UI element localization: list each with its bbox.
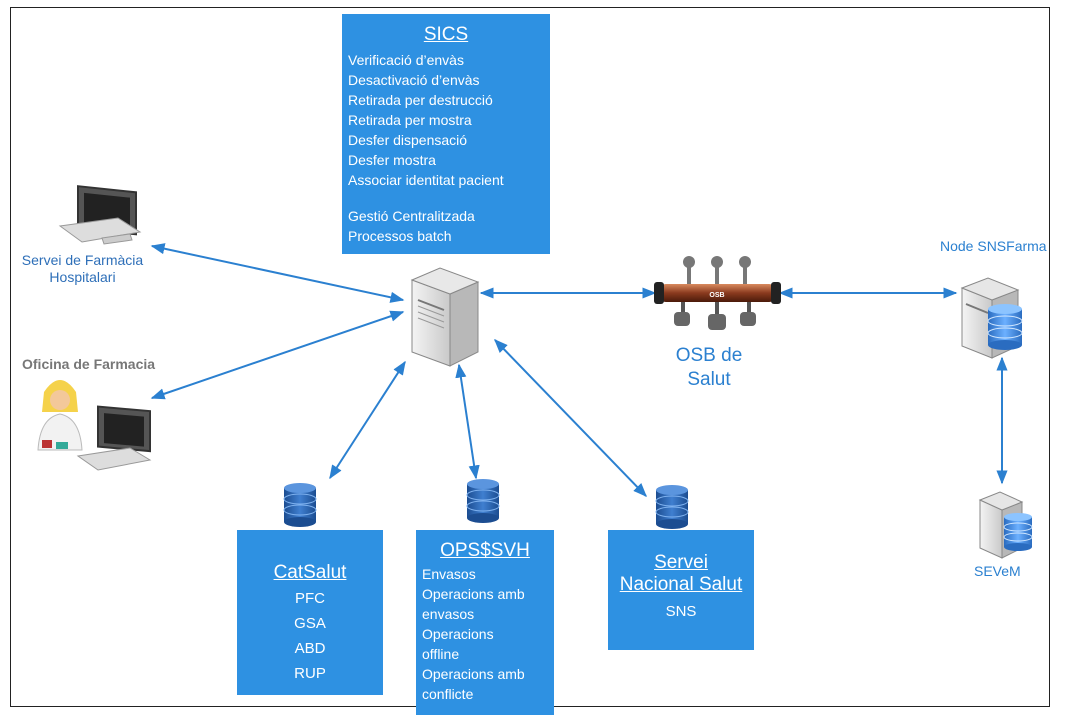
sics-item: Processos batch	[348, 228, 452, 244]
arrow-sics-ops	[455, 363, 480, 480]
arrow-sics-sns	[494, 338, 647, 498]
bus-bottom-connectors	[674, 302, 756, 330]
sevem-label: SEVeM	[974, 563, 1021, 579]
sics-title: SICS	[423, 24, 469, 45]
farmacia-hospitalari-line1: Servei de Farmàcia	[21, 252, 144, 268]
database-icon	[1003, 513, 1033, 551]
sns-item: SNS	[665, 603, 697, 620]
sns-title-line2: Nacional Salut	[619, 574, 743, 595]
ops-box: OPS$SVH Envasos Operacions amb envasos O…	[416, 530, 554, 715]
catsalut-item: RUP	[294, 665, 326, 682]
ops-item: Envasos	[422, 566, 476, 582]
osb-label: OSB de Salut	[664, 344, 754, 392]
ops-item: Operacions amb	[422, 586, 525, 602]
computer-icon	[58, 185, 142, 245]
farmacia-hospitalari-line2: Hospitalari	[49, 269, 116, 285]
sics-item: Desfer dispensació	[348, 132, 468, 148]
sics-item: Desactivació d’envàs	[348, 72, 480, 88]
arrow-farm-hosp-sics	[150, 243, 405, 303]
database-icon	[466, 479, 500, 523]
oficina-farmacia-label: Oficina de Farmacia	[22, 356, 156, 372]
catsalut-title: CatSalut	[273, 562, 347, 583]
database-icon	[987, 304, 1023, 350]
ops-item: Operacions amb	[422, 666, 525, 682]
connection-arrows	[150, 243, 1008, 498]
ops-item: envasos	[422, 606, 475, 622]
osb-bus-icon: OSB	[654, 256, 781, 330]
sics-item: Retirada per mostra	[348, 112, 472, 128]
farmacia-hospitalari-label: Servei de Farmàcia Hospitalari	[20, 252, 145, 286]
ops-item: offline	[422, 646, 460, 662]
database-icon	[283, 483, 317, 527]
catsalut-item: PFC	[295, 590, 325, 607]
sns-box: Servei Nacional Salut SNS	[608, 530, 754, 650]
catsalut-item: GSA	[294, 615, 326, 632]
sics-item: Gestió Centralitzada	[348, 208, 475, 224]
osb-label-line1: OSB de	[675, 345, 743, 366]
osb-bus-tag: OSB	[709, 292, 724, 299]
server-icon	[410, 267, 480, 367]
ops-item: Operacions	[422, 626, 494, 642]
node-snsfarma-label: Node SNSFarma	[940, 238, 1047, 254]
catsalut-box: CatSalut PFC GSA ABD RUP	[237, 530, 383, 695]
pharmacist-icon	[37, 380, 83, 451]
arrow-sics-catsalut	[329, 360, 406, 480]
bus-top-connectors	[683, 256, 751, 284]
arrow-oficina-sics	[150, 310, 405, 400]
sns-title-line1: Servei	[654, 552, 708, 573]
computer-icon	[76, 405, 152, 471]
sics-box: SICS Verificació d’envàs Desactivació d’…	[342, 14, 550, 254]
sics-item: Associar identitat pacient	[348, 172, 504, 188]
ops-item: conflicte	[422, 686, 474, 702]
sics-item: Verificació d’envàs	[348, 52, 464, 68]
sics-item: Desfer mostra	[348, 152, 436, 168]
ops-title: OPS$SVH	[440, 540, 530, 561]
catsalut-item: ABD	[294, 640, 326, 657]
sics-item: Retirada per destrucció	[348, 92, 493, 108]
database-icon	[655, 485, 689, 529]
osb-label-line2: Salut	[687, 369, 731, 390]
